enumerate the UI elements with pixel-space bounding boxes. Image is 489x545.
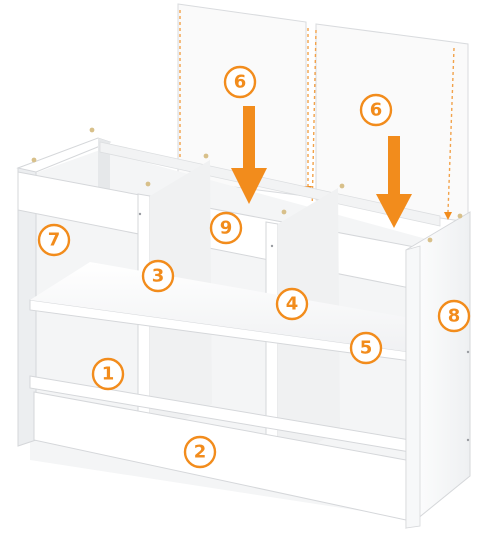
callout-8-text: 8 <box>448 306 461 327</box>
dowel <box>340 184 345 189</box>
callout-3-text: 3 <box>152 266 165 287</box>
dowel <box>282 210 287 215</box>
callout-7: 7 <box>39 225 69 255</box>
guide-line-3 <box>312 30 316 214</box>
callout-6b-text: 6 <box>370 100 383 121</box>
callout-8: 8 <box>439 301 469 331</box>
callout-9-text: 9 <box>220 218 233 239</box>
callout-1-text: 1 <box>102 364 115 385</box>
callout-1: 1 <box>93 359 123 389</box>
callout-7-text: 7 <box>48 230 61 251</box>
callout-3: 3 <box>143 261 173 291</box>
callout-2: 2 <box>185 437 215 467</box>
dowel <box>90 128 95 133</box>
callout-5-text: 5 <box>360 338 373 359</box>
callout-5: 5 <box>351 333 381 363</box>
callout-4-text: 4 <box>286 294 299 315</box>
hole <box>139 213 141 215</box>
dowel <box>32 158 37 163</box>
hole <box>467 439 469 441</box>
dowel <box>458 214 463 219</box>
callout-6a: 6 <box>225 67 255 97</box>
callout-4: 4 <box>277 289 307 319</box>
callout-6a-text: 6 <box>234 72 247 93</box>
hole <box>271 245 273 247</box>
hole <box>467 351 469 353</box>
dowel <box>204 154 209 159</box>
callout-6b: 6 <box>361 95 391 125</box>
callout-9: 9 <box>211 213 241 243</box>
right-side-front-edge <box>406 246 420 528</box>
callout-2-text: 2 <box>194 442 207 463</box>
dowel <box>146 182 151 187</box>
dowel <box>428 238 433 243</box>
